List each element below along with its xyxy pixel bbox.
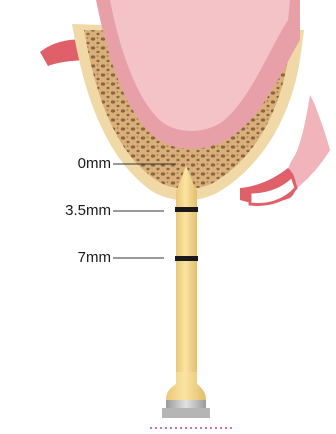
label-3.5mm: 3.5mm xyxy=(65,202,111,219)
drill-collar xyxy=(166,372,206,400)
drill-shank xyxy=(176,190,197,376)
drill xyxy=(162,166,210,418)
depth-band-7mm xyxy=(175,256,198,261)
depth-band-3.5mm xyxy=(175,207,198,212)
drill-base-ring xyxy=(162,408,210,418)
label-7mm: 7mm xyxy=(78,249,111,266)
label-0mm: 0mm xyxy=(78,155,111,172)
